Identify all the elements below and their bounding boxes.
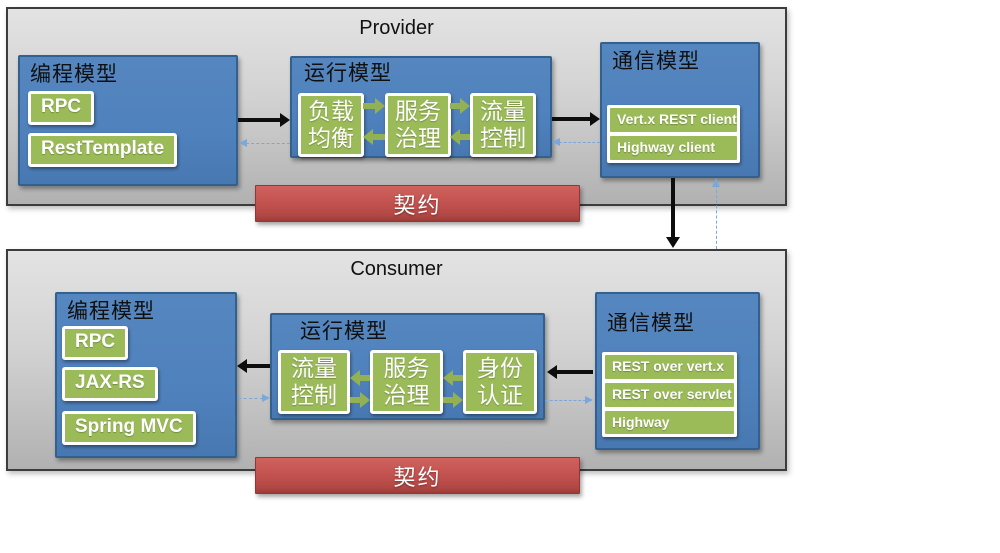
provider-rpc-tag: RPC xyxy=(28,91,95,125)
consumer-identity-auth-cell: 身份 认证 xyxy=(463,350,537,414)
provider-flow-control-cell: 流量 控制 xyxy=(470,93,536,157)
provider-resttemplate-tag: RestTemplate xyxy=(28,133,178,167)
provider-load-balance-cell: 负载 均衡 xyxy=(298,93,364,157)
consumer-rpc-tag: RPC xyxy=(62,326,129,360)
consumer-transport-stack: REST over vert.x REST over servlet Highw… xyxy=(602,352,737,438)
consumer-rest-over-vertx-row: REST over vert.x xyxy=(605,355,734,379)
provider-service-governance-cell: 服务 治理 xyxy=(385,93,451,157)
consumer-flow-control-cell: 流量 控制 xyxy=(278,350,350,414)
provider-contract-bar: 契约 xyxy=(255,185,580,222)
consumer-title: Consumer xyxy=(350,258,443,280)
consumer-rest-over-servlet-row: REST over servlet xyxy=(605,382,734,407)
consumer-highway-row: Highway xyxy=(605,410,734,435)
provider-transport-stack: Vert.x REST client Highway client xyxy=(607,105,740,163)
consumer-service-governance-cell: 服务 治理 xyxy=(370,350,443,414)
consumer-contract-bar: 契约 xyxy=(255,457,580,494)
provider-communication-model-title: 通信模型 xyxy=(612,50,700,73)
provider-vertx-rest-client-row: Vert.x REST client xyxy=(610,108,737,132)
consumer-communication-model-title: 通信模型 xyxy=(607,312,695,335)
provider-programming-model-title: 编程模型 xyxy=(30,63,118,86)
consumer-springmvc-tag: Spring MVC xyxy=(62,411,196,445)
provider-runtime-model-title: 运行模型 xyxy=(304,62,392,85)
provider-highway-client-row: Highway client xyxy=(610,135,737,160)
provider-title: Provider xyxy=(359,17,434,39)
consumer-programming-model-title: 编程模型 xyxy=(67,300,155,323)
consumer-jaxrs-tag: JAX-RS xyxy=(62,367,158,401)
consumer-runtime-model-title: 运行模型 xyxy=(300,320,388,343)
